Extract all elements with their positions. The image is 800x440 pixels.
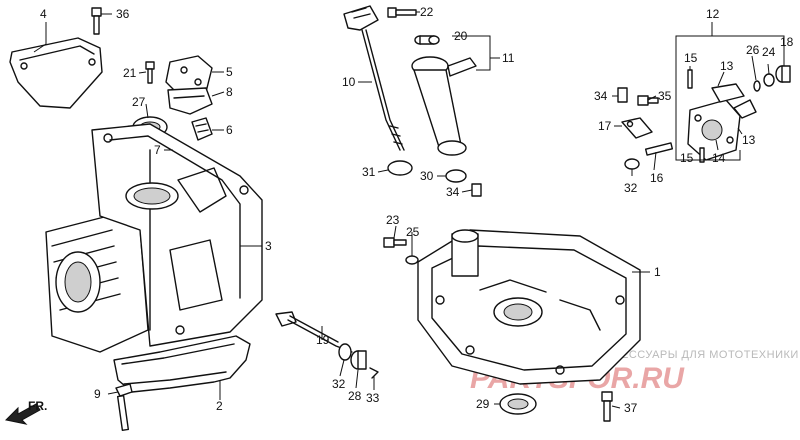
part-collar-18 xyxy=(775,65,791,83)
callout-21: 21 xyxy=(123,66,137,80)
direction-label: FR. xyxy=(28,399,47,413)
callout-13-top: 13 xyxy=(720,59,734,73)
callout-32-right: 32 xyxy=(624,181,638,195)
callout-23: 23 xyxy=(386,213,400,227)
part-bolt-23 xyxy=(383,237,407,248)
part-collar-20 xyxy=(414,35,440,45)
callout-17: 17 xyxy=(598,119,612,133)
part-dowel-34-right xyxy=(617,87,628,103)
part-bolt-22 xyxy=(387,7,417,18)
callout-31: 31 xyxy=(362,165,376,179)
leader-lines xyxy=(33,11,785,409)
callout-1: 1 xyxy=(654,265,661,279)
callout-4: 4 xyxy=(40,7,47,21)
part-lever-17 xyxy=(621,117,653,139)
callout-6: 6 xyxy=(226,123,233,137)
callout-3: 3 xyxy=(265,239,272,253)
part-o-ring-31 xyxy=(387,160,413,176)
front-direction-arrow: FR. xyxy=(4,399,47,425)
callout-25: 25 xyxy=(406,225,420,239)
part-crankcase-cover xyxy=(417,229,641,385)
callout-29: 29 xyxy=(476,397,490,411)
callout-9: 9 xyxy=(94,387,101,401)
part-oil-seal-29 xyxy=(499,393,537,415)
callout-15-top: 15 xyxy=(684,51,698,65)
part-bolt-35 xyxy=(637,95,659,106)
callout-36: 36 xyxy=(116,7,130,21)
part-plate-6 xyxy=(191,117,213,141)
callout-37: 37 xyxy=(624,401,638,415)
callout-19: 19 xyxy=(316,333,330,347)
part-breather-cover xyxy=(165,55,213,115)
callout-20: 20 xyxy=(454,29,468,43)
callout-28: 28 xyxy=(348,389,362,403)
callout-2: 2 xyxy=(216,399,223,413)
part-collar-28 xyxy=(350,350,367,370)
callout-14: 14 xyxy=(712,151,726,165)
callout-7: 7 xyxy=(154,143,161,157)
callout-26: 26 xyxy=(746,43,760,57)
part-governor-assembly xyxy=(687,83,757,161)
part-cylinder-block xyxy=(45,123,263,353)
part-bracket xyxy=(9,37,103,109)
callout-34-right: 34 xyxy=(594,89,608,103)
callout-5: 5 xyxy=(226,65,233,79)
part-dowel-34-center xyxy=(471,183,482,197)
part-clip-26 xyxy=(753,80,761,92)
part-washer-32-right xyxy=(624,158,640,170)
callout-15-bottom: 15 xyxy=(680,151,694,165)
part-bolt-36 xyxy=(91,7,102,35)
part-washer-25 xyxy=(405,255,419,265)
part-o-ring-30 xyxy=(445,169,467,183)
part-washer-32 xyxy=(338,343,352,361)
callout-22: 22 xyxy=(420,5,434,19)
callout-33: 33 xyxy=(366,391,380,405)
part-bolt-37 xyxy=(601,391,613,422)
callout-16: 16 xyxy=(650,171,664,185)
callout-35: 35 xyxy=(658,89,672,103)
part-dipstick xyxy=(343,5,405,151)
callout-18: 18 xyxy=(780,35,794,49)
part-gasket xyxy=(113,335,251,393)
part-shaft-16 xyxy=(644,142,674,156)
callout-24: 24 xyxy=(762,45,776,59)
callout-13-bottom: 13 xyxy=(742,133,756,147)
callout-8: 8 xyxy=(226,85,233,99)
callout-32-lower: 32 xyxy=(332,377,346,391)
callout-30: 30 xyxy=(420,169,434,183)
callout-34-center: 34 xyxy=(446,185,460,199)
part-washer-24 xyxy=(763,73,775,87)
callout-labels: 4 36 21 5 8 27 6 7 3 2 9 10 31 22 20 11 … xyxy=(40,5,794,415)
callout-10: 10 xyxy=(342,75,356,89)
part-oil-filler-tube xyxy=(411,56,477,156)
callout-11: 11 xyxy=(502,51,515,65)
part-bolt-21 xyxy=(145,61,155,84)
part-pin-15-top xyxy=(687,69,693,89)
part-pin-15-bottom xyxy=(699,147,705,163)
callout-12: 12 xyxy=(706,7,720,21)
part-bolt-9 xyxy=(115,383,133,431)
callout-27: 27 xyxy=(132,95,146,109)
